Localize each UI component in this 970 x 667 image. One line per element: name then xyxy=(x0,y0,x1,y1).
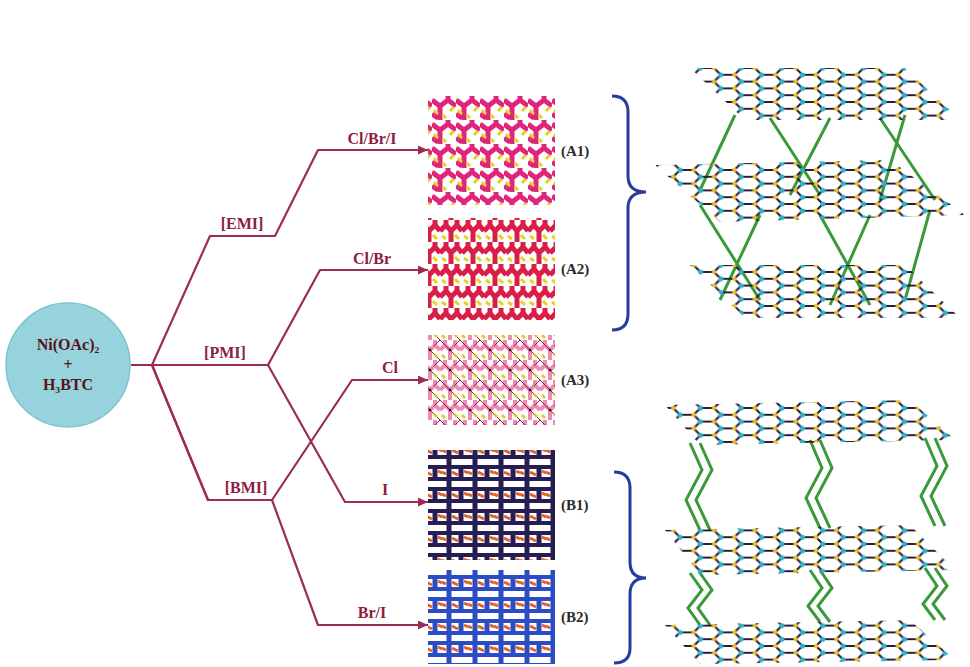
structure-b2 xyxy=(428,570,555,664)
curly-brace xyxy=(612,96,646,330)
structure-label: (A1) xyxy=(561,142,589,159)
reactant-text: Ni(OAc)₂ + H₃BTC xyxy=(37,335,100,395)
structure-label: (B1) xyxy=(561,497,589,514)
reaction-arrow xyxy=(131,365,428,625)
structure-b1 xyxy=(428,450,555,560)
reaction-arrow xyxy=(131,270,428,365)
structure-label: (A3) xyxy=(561,372,589,389)
network-topology-a xyxy=(655,68,965,318)
ionic-liquid-label: [EMI] xyxy=(219,215,266,233)
halide-label: Cl xyxy=(380,359,400,377)
structure-a1 xyxy=(428,96,555,205)
network-topology-b xyxy=(665,400,955,664)
precursor-circle: Ni(OAc)₂ + H₃BTC xyxy=(5,302,131,428)
halide-label: Cl/Br/I xyxy=(346,130,399,148)
reaction-arrow xyxy=(131,150,428,365)
ionic-liquid-label: [PMI] xyxy=(202,344,248,362)
crystal-structures xyxy=(428,96,555,664)
structure-image: (A2) xyxy=(428,218,555,320)
curly-brace xyxy=(614,472,646,663)
halide-label: I xyxy=(380,481,390,499)
reaction-arrow xyxy=(131,365,428,502)
braces xyxy=(612,96,646,663)
structure-label: (B2) xyxy=(561,609,589,626)
structure-image: (A1) xyxy=(428,96,555,205)
structure-image: (B2) xyxy=(428,570,555,664)
structure-a3 xyxy=(428,335,555,425)
structure-image: (A3) xyxy=(428,335,555,425)
structure-a2 xyxy=(428,218,555,320)
structure-image: (B1) xyxy=(428,450,555,560)
halide-label: Br/I xyxy=(356,604,388,622)
ionic-liquid-label: [BMI] xyxy=(223,479,270,497)
structure-label: (A2) xyxy=(561,261,589,278)
halide-label: Cl/Br xyxy=(351,250,393,268)
